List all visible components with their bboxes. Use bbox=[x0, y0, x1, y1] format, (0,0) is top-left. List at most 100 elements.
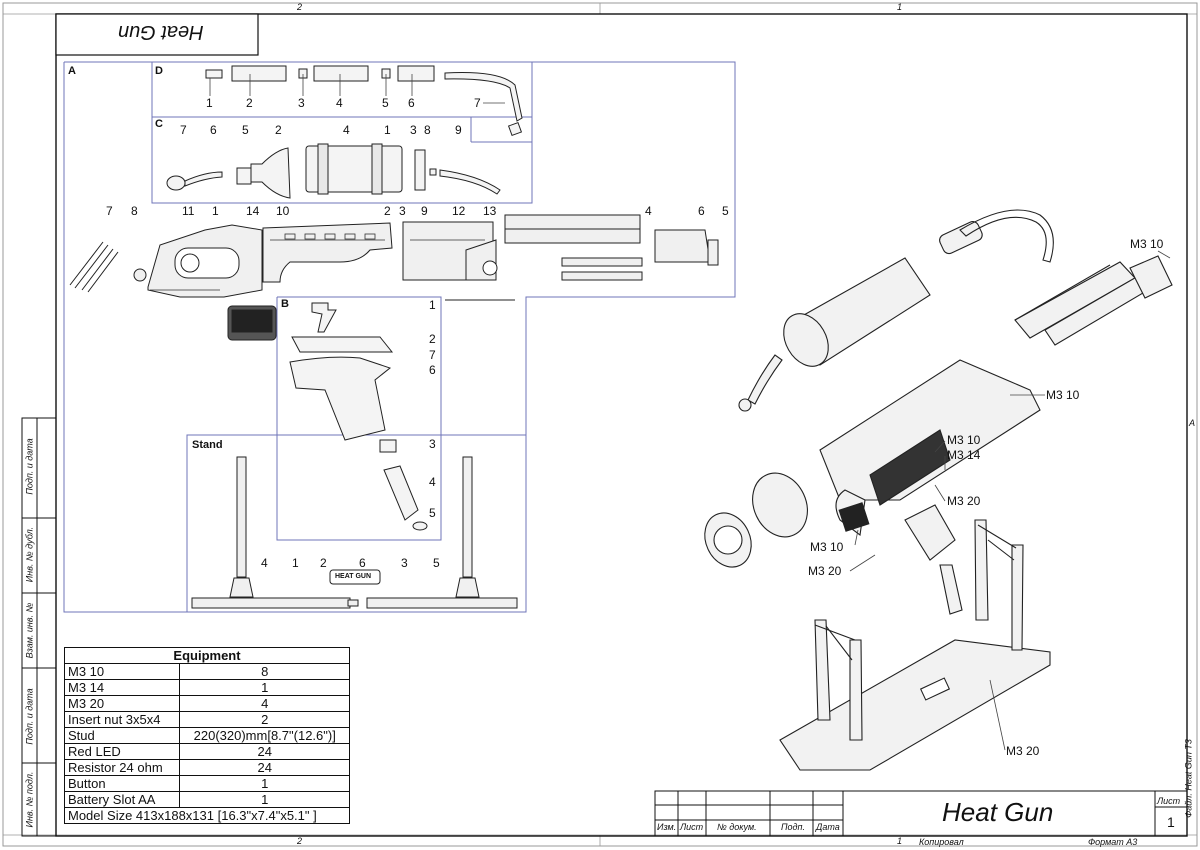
equipment-qty: 24 bbox=[179, 743, 350, 760]
view-a-barrel bbox=[445, 214, 719, 301]
title-block-sheet-label: Лист bbox=[1157, 796, 1181, 806]
callout-b-3: 3 bbox=[429, 437, 436, 451]
view-c-parts bbox=[166, 143, 501, 199]
callout-d-1: 1 bbox=[206, 96, 213, 110]
isometric-assembly bbox=[704, 209, 1173, 771]
callout-d-2: 2 bbox=[246, 96, 253, 110]
view-d-parts bbox=[205, 65, 523, 137]
callout-a-12: 12 bbox=[452, 204, 466, 218]
callout-c-6: 6 bbox=[210, 123, 217, 137]
view-d-leaders bbox=[209, 74, 505, 104]
equipment-qty: 1 bbox=[179, 791, 350, 808]
iso-label-m3-10-front: M3 10 bbox=[810, 540, 844, 554]
callout-stand-3: 3 bbox=[401, 556, 408, 570]
callout-a-14: 14 bbox=[246, 204, 260, 218]
callout-stand-2: 2 bbox=[320, 556, 327, 570]
callout-b-6: 6 bbox=[429, 363, 436, 377]
equipment-item: Button bbox=[63, 775, 181, 792]
equipment-qty: 1 bbox=[179, 679, 350, 696]
equipment-qty: 1 bbox=[179, 775, 350, 792]
equipment-qty: 24 bbox=[179, 759, 350, 776]
equipment-qty: 4 bbox=[179, 695, 350, 712]
equipment-item: Insert nut 3x5x4 bbox=[63, 711, 181, 728]
callout-a-2: 2 bbox=[384, 204, 391, 218]
callout-a-10: 10 bbox=[276, 204, 290, 218]
callout-c-1: 1 bbox=[384, 123, 391, 137]
iso-label-m3-20-stand: M3 20 bbox=[1006, 744, 1040, 758]
iso-leaders bbox=[849, 250, 1171, 751]
callout-stand-4: 4 bbox=[261, 556, 268, 570]
equipment-item: M3 20 bbox=[63, 695, 181, 712]
callout-stand-1: 1 bbox=[292, 556, 299, 570]
equipment-item: M3 10 bbox=[63, 663, 181, 680]
view-label-c: C bbox=[155, 118, 163, 130]
callout-a-11: 11 bbox=[182, 204, 195, 218]
view-frames bbox=[63, 61, 736, 613]
title-block-col-rev: Изм. bbox=[657, 822, 677, 832]
callout-c-5: 5 bbox=[242, 123, 249, 137]
title-block-col-sign: Подп. bbox=[781, 822, 805, 832]
mirrored-title-stamp: Heat Gun bbox=[118, 21, 204, 43]
equipment-qty: 220(320)mm[8.7"(12.6")] bbox=[179, 727, 350, 744]
frame-zone-letter: A bbox=[1189, 418, 1196, 428]
iso-label-m3-20-front: M3 20 bbox=[808, 564, 842, 578]
equipment-item: Stud bbox=[63, 727, 181, 744]
equipment-qty: 2 bbox=[179, 711, 350, 728]
callout-d-4: 4 bbox=[336, 96, 343, 110]
callout-c-2: 2 bbox=[275, 123, 282, 137]
iso-label-m3-10-receiver: M3 10 bbox=[947, 433, 981, 447]
view-label-d: D bbox=[155, 65, 163, 77]
view-a-details bbox=[150, 233, 485, 291]
title-block-col-sheet: Лист bbox=[680, 822, 704, 832]
side-stamp-orig-inv: Инв. № подл. bbox=[24, 771, 35, 828]
side-stamp-sign-date-top: Подп. и дата bbox=[24, 438, 35, 495]
equipment-qty: 8 bbox=[179, 663, 350, 680]
frame-number-top-1: 1 bbox=[897, 2, 903, 12]
callout-b-1: 1 bbox=[429, 298, 436, 312]
title-block-col-doc: № докум. bbox=[717, 822, 757, 832]
title-block-copied: Копировал bbox=[919, 837, 964, 847]
title-block-sheet-number: 1 bbox=[1167, 814, 1175, 830]
view-b-parts bbox=[289, 302, 428, 531]
callout-b-5: 5 bbox=[429, 506, 436, 520]
iso-label-m3-10-barrel: M3 10 bbox=[1130, 237, 1164, 251]
view-a-parts bbox=[69, 221, 498, 341]
callout-b-7: 7 bbox=[429, 348, 436, 362]
callout-a-3: 3 bbox=[399, 204, 406, 218]
callout-a-4: 4 bbox=[645, 204, 652, 218]
equipment-item: Resistor 24 ohm bbox=[63, 759, 181, 776]
callout-a-1: 1 bbox=[212, 204, 219, 218]
equipment-title: Equipment bbox=[64, 647, 350, 664]
equipment-row: Model Size 413x188x131 [16.3"x7.4"x5.1" … bbox=[64, 807, 350, 824]
title-block-name: Heat Gun bbox=[942, 797, 1054, 827]
callout-b-4: 4 bbox=[429, 475, 436, 489]
callout-stand-5: 5 bbox=[433, 556, 440, 570]
frame-number-bottom-1: 1 bbox=[897, 836, 903, 846]
title-block-format: Формат A3 bbox=[1088, 837, 1138, 847]
callout-c-8: 8 bbox=[424, 123, 431, 137]
title-block-col-date: Дата bbox=[816, 822, 840, 832]
equipment-item: Red LED bbox=[63, 743, 181, 760]
callout-a-13: 13 bbox=[483, 204, 497, 218]
side-stamp-repl-inv: Взам. инв. № bbox=[24, 602, 35, 659]
side-stamp-frame bbox=[21, 417, 57, 837]
callout-a-8: 8 bbox=[131, 204, 138, 218]
stand-nameplate: HEAT GUN bbox=[335, 573, 372, 580]
iso-label-m3-14: M3 14 bbox=[947, 448, 981, 462]
title-block-frame bbox=[654, 790, 1188, 837]
equipment-item: M3 14 bbox=[63, 679, 181, 696]
callout-d-7: 7 bbox=[474, 96, 481, 110]
frame-number-top-2: 2 bbox=[297, 2, 303, 12]
view-label-b: B bbox=[281, 298, 289, 310]
view-label-stand: Stand bbox=[192, 439, 223, 451]
callout-d-6: 6 bbox=[408, 96, 415, 110]
